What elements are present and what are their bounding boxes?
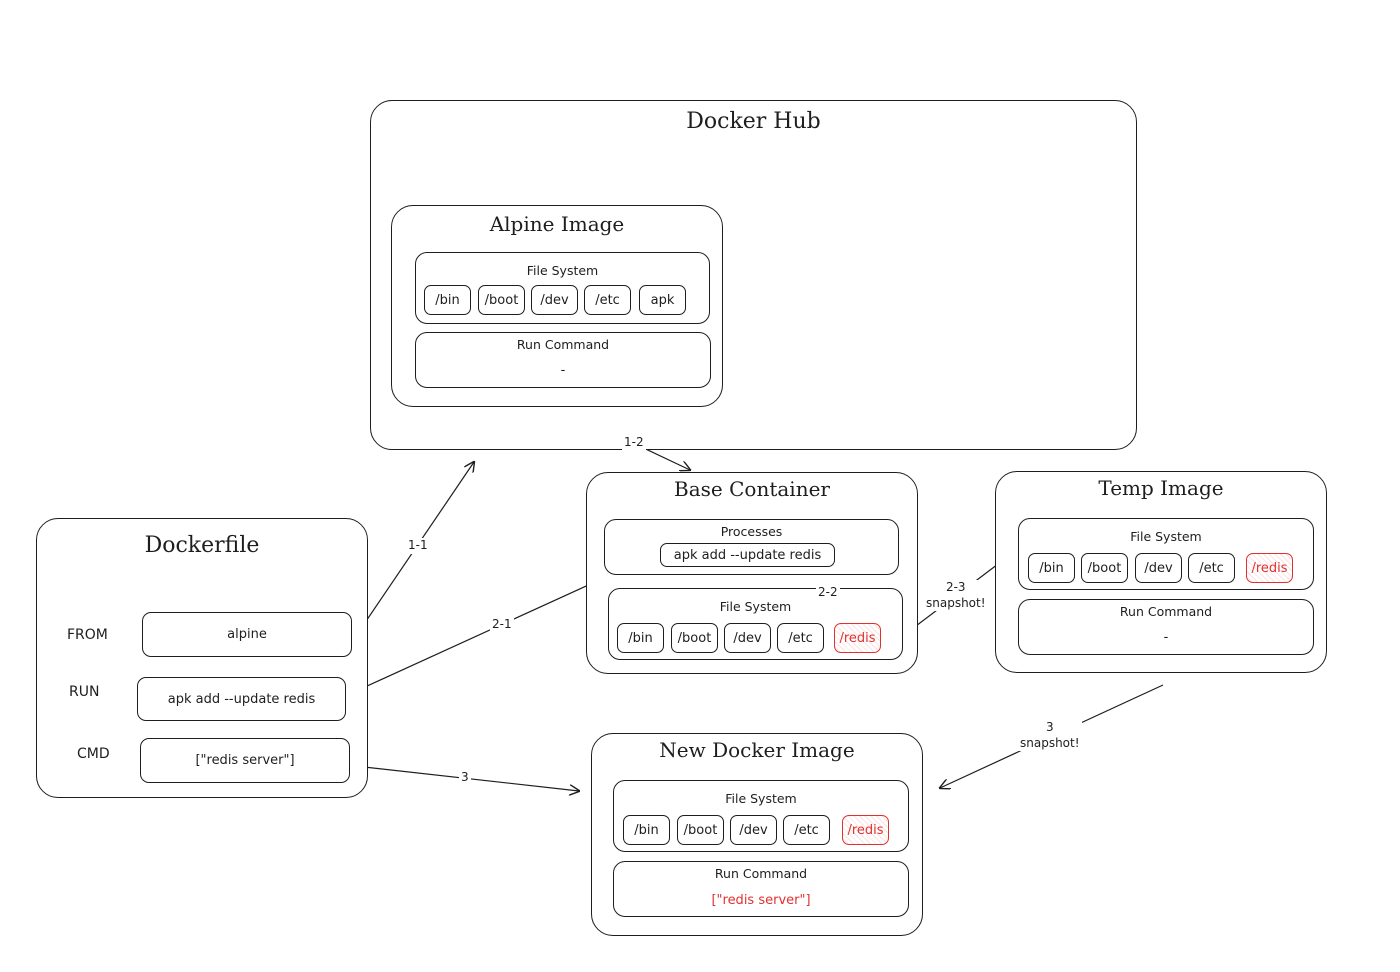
fs-item-etc: /etc xyxy=(1188,553,1235,583)
new-docker-image-panel: New Docker Image File System /bin /boot … xyxy=(591,733,923,936)
fs-item-redis: /redis xyxy=(1246,553,1293,583)
fs-item-etc: /etc xyxy=(777,623,824,653)
fs-item-bin: /bin xyxy=(424,285,471,315)
edge-label-3-a: 3 xyxy=(459,770,471,786)
temp-image-run-command-value: - xyxy=(1163,630,1169,645)
temp-image-file-system: File System /bin /boot /dev /etc /redis xyxy=(1018,518,1314,590)
new-image-file-system-label: File System xyxy=(725,791,797,806)
dockerfile-keyword-cmd: CMD xyxy=(77,746,110,762)
temp-image-run-command-label: Run Command xyxy=(1119,604,1213,619)
base-container-processes: Processes apk add --update redis xyxy=(604,519,899,575)
fs-item-bin: /bin xyxy=(623,815,670,845)
fs-item-boot: /boot xyxy=(677,815,724,845)
temp-image-run-command: Run Command - xyxy=(1018,599,1314,655)
edge-label-2-2: 2-2 xyxy=(816,585,840,601)
dockerfile-keyword-run: RUN xyxy=(69,684,100,700)
edge-label-1-1: 1-1 xyxy=(406,538,430,554)
temp-image-panel: Temp Image File System /bin /boot /dev /… xyxy=(995,471,1327,673)
edge-label-2-3-note: snapshot! xyxy=(926,595,986,610)
edge-label-2-1: 2-1 xyxy=(490,617,514,633)
edge-label-2-3: 2-3 snapshot! xyxy=(924,580,988,612)
alpine-run-command: Run Command - xyxy=(415,332,711,388)
alpine-image-title: Alpine Image xyxy=(489,212,625,236)
alpine-file-system-label: File System xyxy=(526,263,599,278)
fs-item-bin: /bin xyxy=(617,623,664,653)
alpine-run-command-label: Run Command xyxy=(516,337,610,352)
dockerfile-title: Dockerfile xyxy=(144,533,260,558)
alpine-file-system: File System /bin /boot /dev /etc apk xyxy=(415,252,710,324)
base-container-panel: Base Container Processes apk add --updat… xyxy=(586,472,918,674)
alpine-run-command-value: - xyxy=(560,363,566,378)
base-container-title: Base Container xyxy=(674,477,830,501)
fs-item-etc: /etc xyxy=(584,285,631,315)
temp-image-file-system-label: File System xyxy=(1130,529,1202,544)
fs-item-dev: /dev xyxy=(531,285,578,315)
fs-item-dev: /dev xyxy=(724,623,771,653)
dockerfile-run-value: apk add --update redis xyxy=(137,677,346,721)
fs-item-boot: /boot xyxy=(1081,553,1128,583)
dockerfile-cmd-value: ["redis server"] xyxy=(140,738,350,783)
fs-item-dev: /dev xyxy=(1135,553,1182,583)
new-image-file-system: File System /bin /boot /dev /etc /redis xyxy=(613,780,909,852)
fs-item-bin: /bin xyxy=(1028,553,1075,583)
fs-item-redis: /redis xyxy=(834,623,881,653)
fs-item-apk: apk xyxy=(639,285,686,315)
process-apk-add: apk add --update redis xyxy=(660,543,835,567)
fs-item-boot: /boot xyxy=(671,623,718,653)
base-container-processes-label: Processes xyxy=(720,524,783,539)
edge-label-2-3-step: 2-3 xyxy=(945,580,966,594)
fs-item-boot: /boot xyxy=(478,285,525,315)
dockerfile-from-value: alpine xyxy=(142,612,352,657)
dockerfile-panel: Dockerfile FROM alpine RUN apk add --upd… xyxy=(36,518,368,798)
new-image-run-command-value: ["redis server"] xyxy=(711,893,811,908)
docker-hub-title: Docker Hub xyxy=(686,109,821,134)
new-image-run-command-label: Run Command xyxy=(714,866,808,881)
edge-label-3-b-step: 3 xyxy=(1045,720,1054,734)
alpine-image-panel: Alpine Image File System /bin /boot /dev… xyxy=(391,205,723,407)
edge-label-1-2: 1-2 xyxy=(622,435,646,451)
edge-label-3-b: 3 snapshot! xyxy=(1018,720,1082,752)
base-container-file-system-label: File System xyxy=(719,599,792,614)
new-docker-image-title: New Docker Image xyxy=(659,738,855,762)
fs-item-redis: /redis xyxy=(842,815,889,845)
base-container-file-system: File System /bin /boot /dev /etc /redis xyxy=(608,588,903,660)
dockerfile-keyword-from: FROM xyxy=(67,627,108,643)
fs-item-dev: /dev xyxy=(730,815,777,845)
edge-label-3-b-note: snapshot! xyxy=(1020,735,1080,750)
temp-image-title: Temp Image xyxy=(1098,476,1224,500)
fs-item-etc: /etc xyxy=(783,815,830,845)
new-image-run-command: Run Command ["redis server"] xyxy=(613,861,909,917)
